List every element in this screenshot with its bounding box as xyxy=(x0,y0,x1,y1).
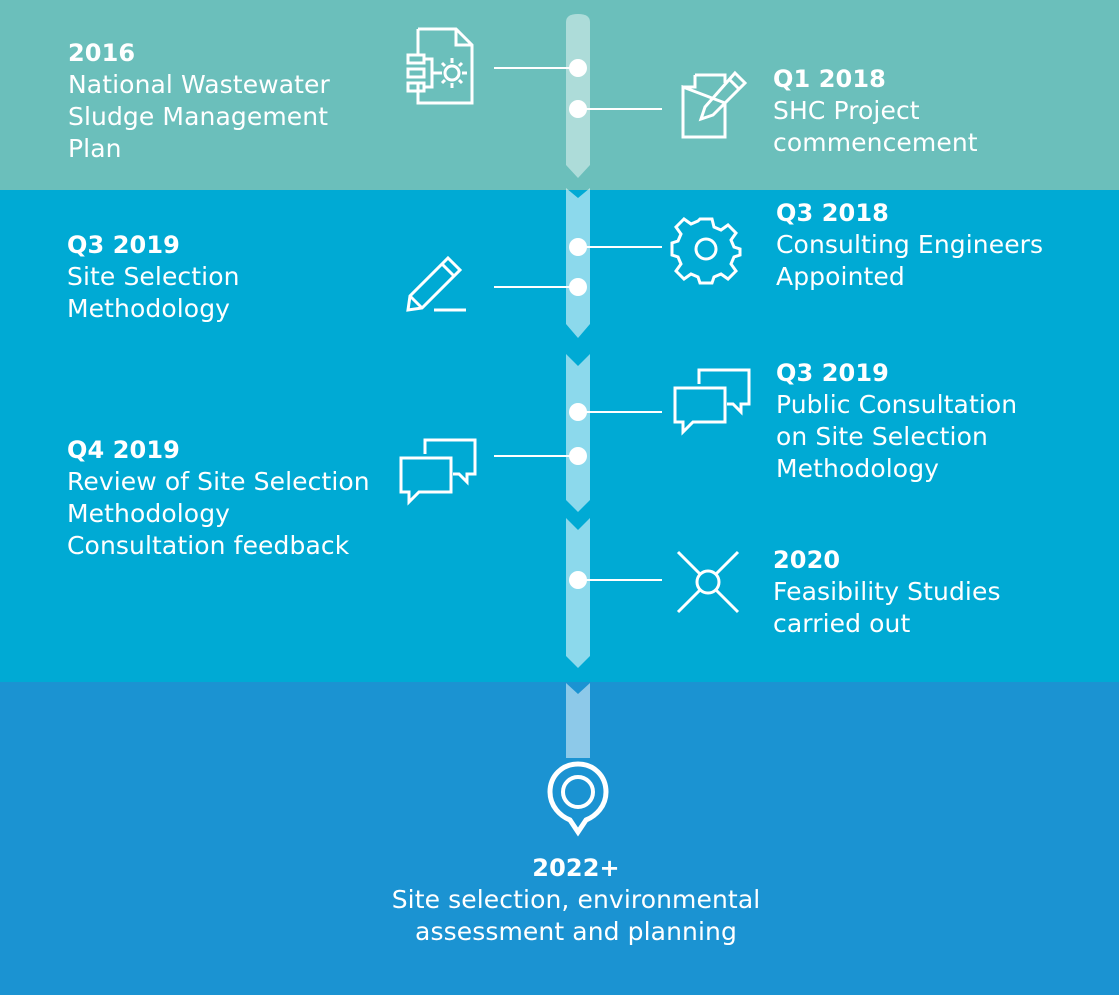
milestone-year: Q3 2018 xyxy=(776,199,889,227)
band-bottom xyxy=(0,682,1119,995)
edit-document-icon xyxy=(681,70,748,139)
milestone-q3-2019-method: Q3 2019 Site Selection Methodology xyxy=(67,229,240,325)
crosshair-icon xyxy=(676,550,740,614)
milestone-year: 2020 xyxy=(773,546,841,574)
timeline-dot xyxy=(569,403,587,421)
milestone-text: Review of Site Selection Methodology Con… xyxy=(67,467,370,560)
pencil-icon xyxy=(406,255,466,312)
milestone-2022: 2022+ Site selection, environmental asse… xyxy=(360,852,792,948)
milestone-year: Q3 2019 xyxy=(776,359,889,387)
timeline-dot xyxy=(569,238,587,256)
milestone-year: Q3 2019 xyxy=(67,231,180,259)
milestone-q4-2019: Q4 2019 Review of Site Selection Methodo… xyxy=(67,434,370,562)
milestone-year: 2022+ xyxy=(532,854,620,882)
timeline-dot xyxy=(569,571,587,589)
milestone-text: Consulting Engineers Appointed xyxy=(776,230,1044,291)
location-pin-icon xyxy=(547,761,609,837)
connector-line xyxy=(494,286,574,288)
speech-bubbles-icon xyxy=(673,368,751,436)
milestone-text: Feasibility Studies carried out xyxy=(773,577,1001,638)
milestone-text: Public Consultation on Site Selection Me… xyxy=(776,390,1018,483)
milestone-year: Q4 2019 xyxy=(67,436,180,464)
milestone-2016: 2016 National Wastewater Sludge Manageme… xyxy=(68,37,330,165)
document-gear-icon xyxy=(406,27,474,105)
band-middle xyxy=(0,190,1119,682)
milestone-q3-2018: Q3 2018 Consulting Engineers Appointed xyxy=(776,197,1043,293)
connector-line xyxy=(582,579,662,581)
milestone-year: Q1 2018 xyxy=(773,65,886,93)
connector-line xyxy=(582,411,662,413)
milestone-text: Site selection, environmental assessment… xyxy=(391,885,761,946)
milestone-q1-2018: Q1 2018 SHC Project commencement xyxy=(773,63,978,159)
connector-line xyxy=(582,108,662,110)
connector-line xyxy=(582,246,662,248)
milestone-text: Site Selection Methodology xyxy=(67,262,240,323)
timeline-dot xyxy=(569,447,587,465)
timeline-dot xyxy=(569,59,587,77)
gear-icon xyxy=(670,217,742,285)
speech-bubbles-icon xyxy=(399,438,477,506)
connector-line xyxy=(494,67,574,69)
milestone-q3-2019-consultation: Q3 2019 Public Consultation on Site Sele… xyxy=(776,357,1017,485)
timeline-dot xyxy=(569,278,587,296)
timeline-dot xyxy=(569,100,587,118)
milestone-text: National Wastewater Sludge Management Pl… xyxy=(68,70,330,163)
connector-line xyxy=(494,455,574,457)
milestone-year: 2016 xyxy=(68,39,136,67)
milestone-text: SHC Project commencement xyxy=(773,96,978,157)
milestone-2020: 2020 Feasibility Studies carried out xyxy=(773,544,1001,640)
band-top xyxy=(0,0,1119,190)
